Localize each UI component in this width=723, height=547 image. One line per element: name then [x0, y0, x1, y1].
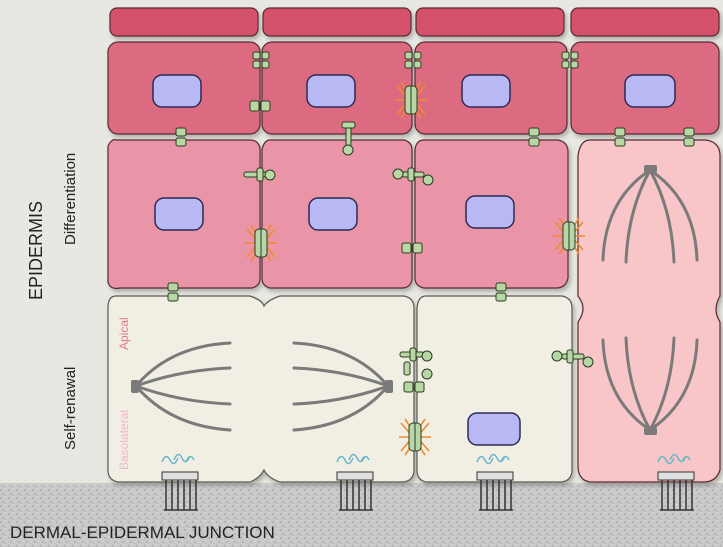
cornified-cell — [571, 8, 719, 36]
nucleus — [153, 75, 201, 107]
self-renewal-label: Self-renawal — [62, 367, 79, 450]
cornified-layer — [110, 8, 719, 36]
nucleus — [155, 198, 203, 230]
basolateral-label: Basolateral — [117, 410, 131, 470]
adherens-junction-icon — [176, 128, 186, 146]
pin-junction-icon — [342, 122, 355, 155]
nucleus — [307, 75, 355, 107]
junction-label: DERMAL-EPIDERMAL JUNCTION — [10, 523, 275, 542]
adherens-junction-icon — [496, 283, 506, 301]
adherens-junction-icon — [684, 128, 694, 146]
nucleus — [462, 75, 510, 107]
nucleus — [625, 75, 675, 107]
nucleus — [466, 196, 514, 228]
cornified-cell — [416, 8, 564, 36]
epidermis-label: EPIDERMIS — [26, 201, 46, 300]
differentiation-label: Differentiation — [62, 153, 79, 245]
basal-dividing-cell — [108, 296, 414, 482]
adherens-junction-icon — [529, 128, 539, 146]
adherens-junction-icon — [615, 128, 625, 146]
nucleus — [468, 413, 520, 445]
cornified-cell — [263, 8, 411, 36]
apical-label: Apical — [117, 317, 131, 350]
adherens-junction-icon — [168, 283, 178, 301]
nucleus — [309, 198, 357, 230]
cornified-cell — [110, 8, 258, 36]
